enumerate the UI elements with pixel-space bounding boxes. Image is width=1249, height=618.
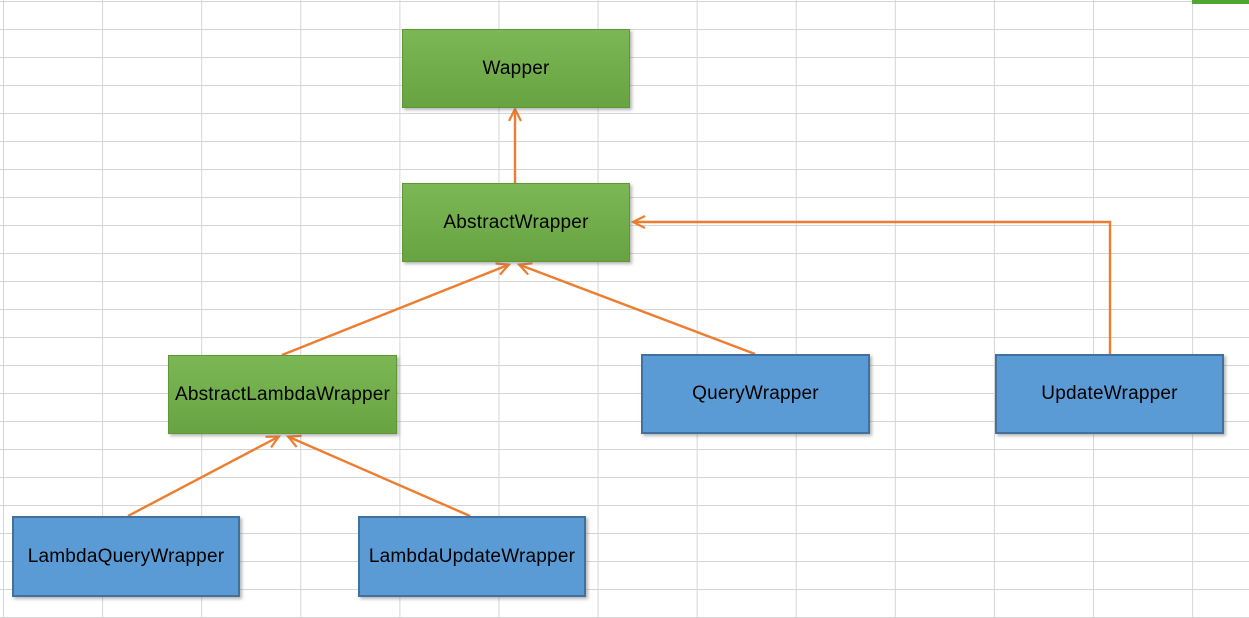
edge-abstract-lambda-wrapper-to-abstract-wrapper[interactable] [281,262,512,357]
edge-lambda-update-wrapper-to-abstract-lambda-wrapper[interactable] [285,434,471,518]
edge-lambda-query-wrapper-to-abstract-lambda-wrapper[interactable] [127,435,282,518]
node-query-wrapper[interactable]: QueryWrapper [641,354,870,434]
node-update-wrapper[interactable]: UpdateWrapper [995,354,1224,434]
node-abstract-wrapper[interactable]: AbstractWrapper [402,183,630,262]
edge-query-wrapper-to-abstract-wrapper[interactable] [516,262,756,356]
node-lambda-query-wrapper[interactable]: LambdaQueryWrapper [12,516,240,597]
edge-update-wrapper-to-abstract-wrapper[interactable] [630,215,1112,354]
sheet-selection-indicator-bar [1192,0,1249,4]
node-abstract-lambda-wrapper[interactable]: AbstractLambdaWrapper [168,355,397,434]
node-wapper[interactable]: Wapper [402,29,630,108]
node-lambda-update-wrapper[interactable]: LambdaUpdateWrapper [358,516,586,597]
